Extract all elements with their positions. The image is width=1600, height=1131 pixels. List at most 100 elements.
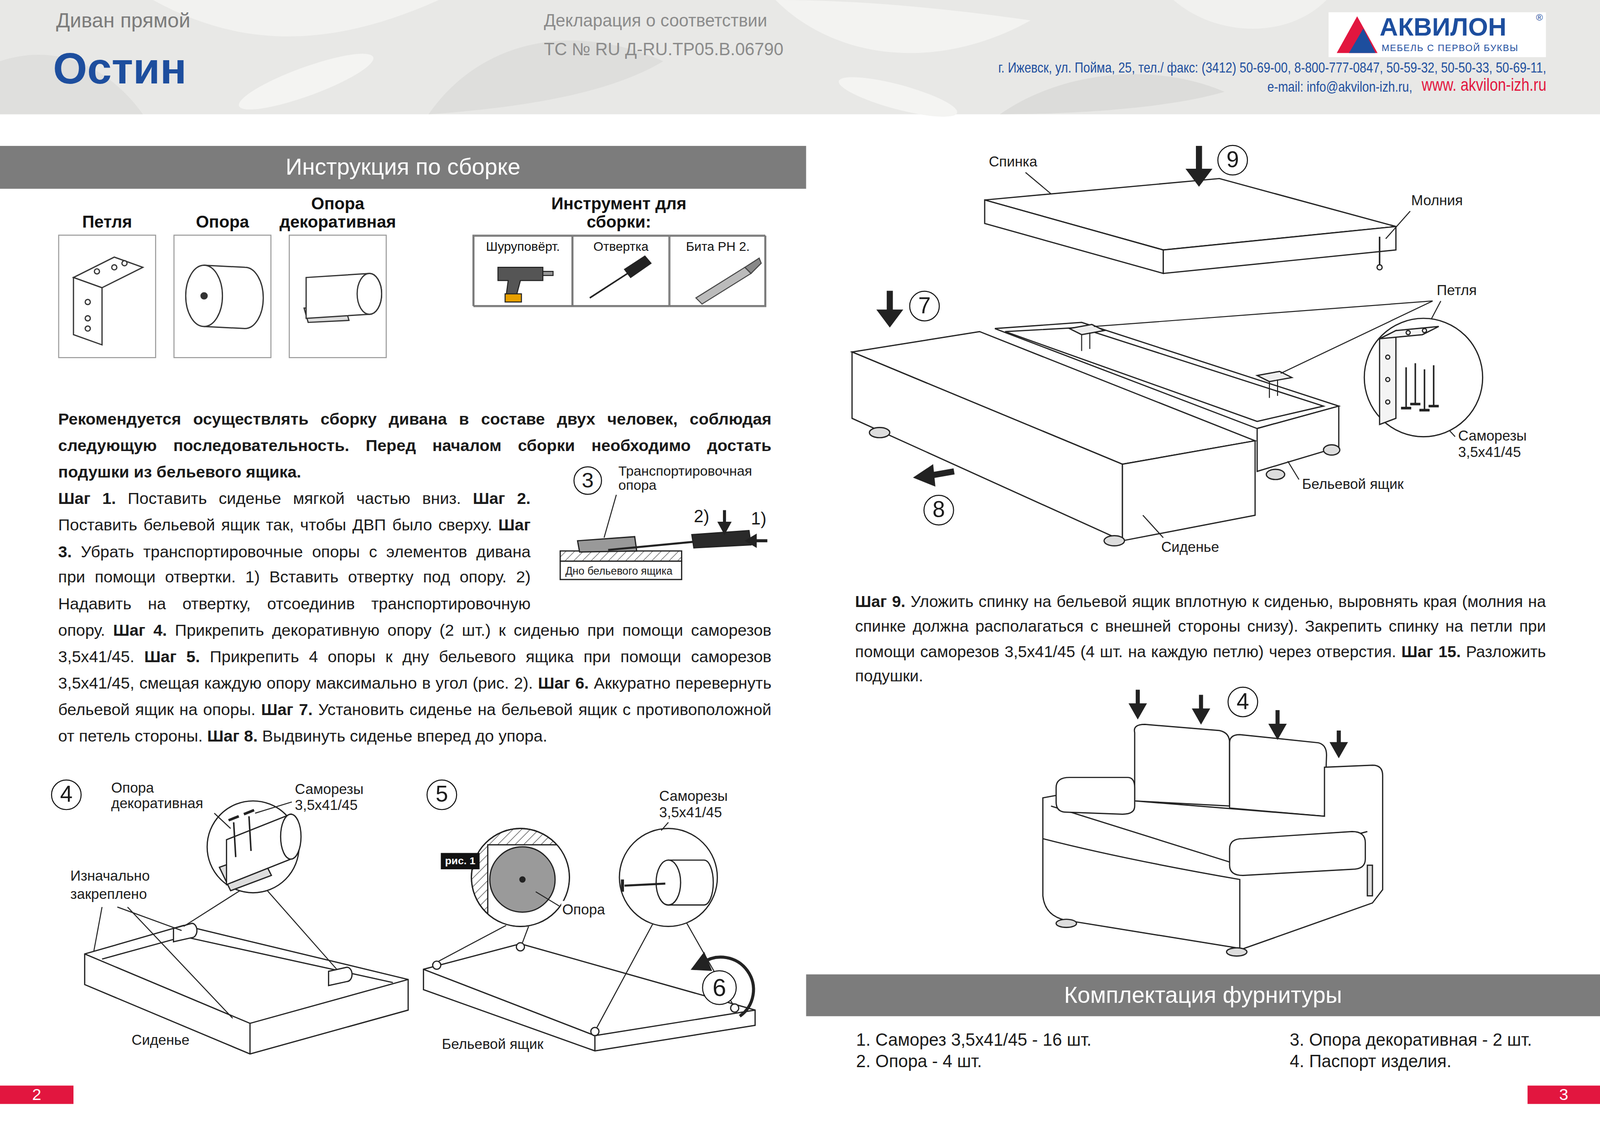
part-label: Бельевой ящик (1300, 475, 1405, 494)
figure-4-part (183, 890, 240, 927)
logo-mark-part (1349, 28, 1376, 54)
hinge-icon-part (121, 260, 127, 266)
part-label: Саморезы 3,5x41/45 (293, 780, 390, 814)
figure-backrest (984, 145, 1411, 274)
header-background-part (835, 69, 961, 125)
step-number: Шаг 9. (855, 592, 906, 611)
bit-icon-part (696, 267, 752, 305)
header-background-part (999, 74, 1225, 115)
part-label: Саморезы 3,5x41/45 (658, 787, 754, 821)
hinge-icon-part (73, 277, 103, 346)
part-label: 2) (692, 507, 711, 529)
part-label: Транспортировочная опора (617, 464, 763, 494)
figure-5-part (661, 822, 669, 831)
step-number: Шаг 5. (144, 648, 200, 666)
figure-seat-box-part (1385, 355, 1390, 360)
figure-seat-box-part (1089, 332, 1091, 349)
cell-node: Отвертка (572, 235, 670, 308)
figure-seat-box-part (1379, 326, 1439, 339)
figure-seat-box-part (1364, 318, 1483, 437)
part-label: Изначально закреплено (69, 866, 170, 904)
figure-4-part (328, 967, 352, 986)
figure-seat-box-part (1093, 301, 1433, 327)
part-label: Декларация о соответствии (543, 11, 768, 33)
figure-5-part (590, 1027, 599, 1036)
figure-seat-box (851, 290, 1483, 546)
part-node: Опора декоративная (288, 234, 387, 359)
figure-sofa-part (1367, 865, 1373, 896)
header-background-part (775, 0, 1031, 53)
figure-seat-box-part (1080, 334, 1082, 352)
drill-icon-part (542, 271, 553, 276)
figure-4-part (117, 907, 182, 931)
header-background-part (233, 43, 379, 120)
figure-seat-box-part (1142, 515, 1164, 538)
support-icon-part (185, 265, 223, 327)
part-label: e-mail: info@akvilon-izh.ru, (1267, 78, 1413, 96)
part-label: ТС № RU Д-RU.ТР05.В.06790 (543, 39, 784, 61)
drill-icon-part (504, 293, 522, 302)
part-node: Петля (58, 234, 157, 359)
step-number: Шаг 8. (207, 727, 258, 745)
figure-sofa-part (1042, 805, 1367, 949)
part-label: Сиденье (1160, 538, 1221, 556)
hinge-icon-part (85, 326, 91, 332)
bit-icon-part (744, 258, 762, 274)
figure-4-part (84, 925, 409, 1055)
figure-backrest-part (1378, 236, 1381, 268)
part-label: Молния (1410, 192, 1465, 210)
figure-backrest-part (984, 199, 1164, 274)
band-node: Комплектация фурнитуры (805, 974, 1600, 1017)
figure-seat-box-part (851, 352, 1123, 541)
figure-sofa-part (1229, 831, 1366, 876)
drill-icon-part (498, 267, 543, 297)
figure-sofa-part (1056, 777, 1135, 815)
part-label: 1) (749, 509, 768, 530)
header-background-part (1173, 0, 1327, 29)
figure-seat-box-part (877, 310, 903, 327)
figure-seat-box-part (886, 290, 893, 313)
figure-4 (84, 800, 409, 1055)
figure-4-part (214, 813, 231, 829)
figure-3-part (755, 539, 768, 543)
figure-3-part (603, 494, 617, 538)
figure-sofa-part (1229, 734, 1327, 817)
cell-text: Шуруповёрт. (474, 239, 572, 255)
figure-5-part (471, 828, 570, 927)
figure-sofa-part (1042, 765, 1383, 950)
part-label: Петля (1435, 281, 1478, 299)
figure-backrest-part (1195, 145, 1202, 172)
figure-sofa-part (1192, 709, 1210, 724)
header-background-part (153, 0, 439, 37)
part-label: Спинка (987, 153, 1039, 171)
figure-seat-box-part (1401, 404, 1439, 411)
band-node: Инструкция по сборке (0, 145, 806, 189)
cell-text: Бита PH 2. (670, 239, 766, 255)
step-number: Шаг 15. (1401, 642, 1461, 660)
figure-3-part (560, 561, 682, 580)
figure-seat-box-part (1277, 379, 1278, 396)
figure-5-part (432, 961, 442, 970)
hinge-icon-part (111, 264, 117, 271)
figure-seat-box-part (1405, 367, 1407, 408)
figure-4-part (249, 816, 251, 852)
figure-sofa (1042, 689, 1383, 956)
logo-mark-part (1328, 12, 1547, 58)
tools-node: Инструмент для сборки:Шуруповёрт.Отвертк… (472, 234, 766, 307)
decor-support-icon-part (306, 273, 382, 319)
figure-seat-box-part (1385, 377, 1390, 382)
figure-5-part (730, 1003, 739, 1013)
figure-4-part (226, 814, 291, 885)
part-label: Сиденье (130, 1031, 191, 1050)
support-icon (185, 265, 264, 329)
figure-seat-box-part (1423, 369, 1426, 411)
figure-5-part (438, 925, 507, 962)
figure-4-part (93, 907, 103, 951)
ris-node: рис. 1 (440, 852, 480, 870)
callout-number: 7 (909, 290, 940, 322)
figure-seat-box-part (1122, 440, 1256, 541)
figure-seat-box-part (1268, 381, 1270, 399)
tools-text: Инструмент для сборки: (542, 195, 696, 231)
figure-sofa-part (1226, 947, 1247, 956)
instruction-text: Рекомендуется осуществлять сборку дивана… (58, 405, 772, 750)
